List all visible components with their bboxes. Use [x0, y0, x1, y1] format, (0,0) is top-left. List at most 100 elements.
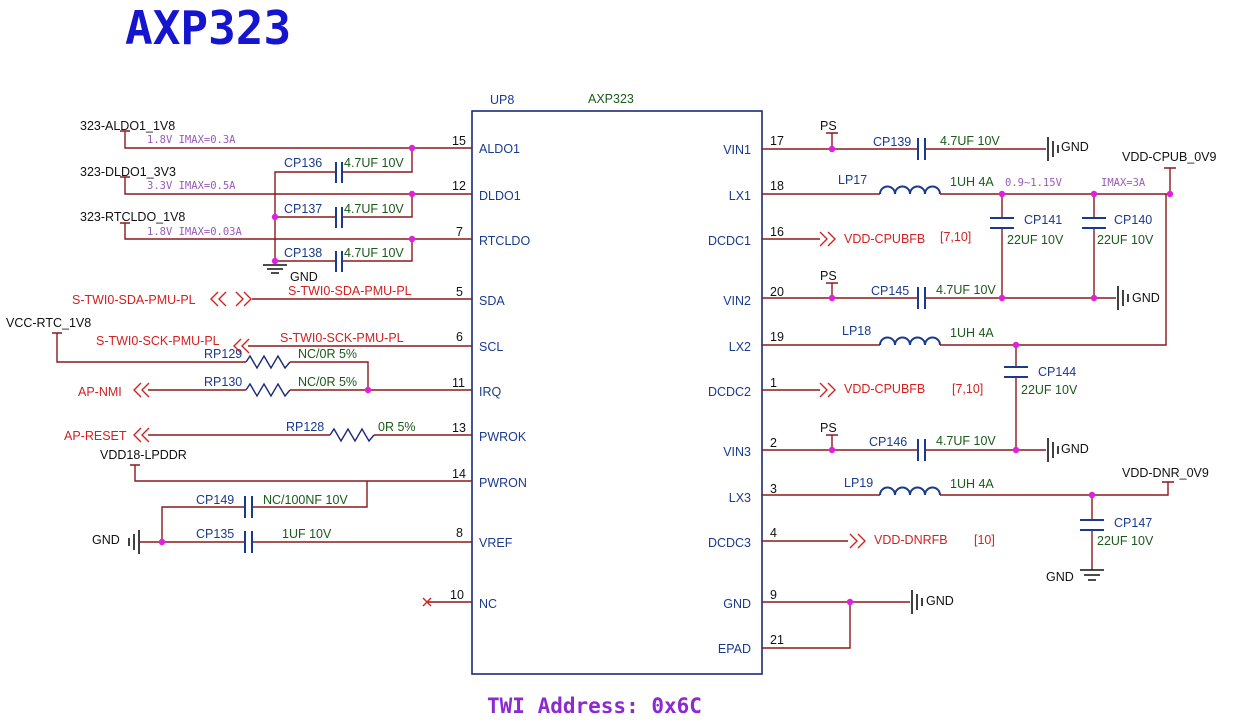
part-ref: LP17	[838, 173, 867, 187]
part-ref: CP138	[284, 246, 322, 260]
net-label: VDD-CPUB_0V9	[1122, 150, 1217, 164]
part-value: 4.7UF 10V	[936, 434, 996, 448]
pin-name: DCDC3	[708, 536, 751, 550]
chip-name: AXP323	[588, 92, 634, 106]
nc-pin	[422, 597, 472, 607]
pin-number: 8	[456, 526, 463, 540]
pin-number: 19	[770, 330, 784, 344]
gnd-label: GND	[1132, 291, 1160, 305]
pin-name: DCDC2	[708, 385, 751, 399]
pin-name: LX3	[729, 491, 751, 505]
pin-name: DLDO1	[479, 189, 521, 203]
net-note: 1.8V IMAX=0.03A	[147, 226, 243, 238]
pin-number: 3	[770, 482, 777, 496]
port-sck: S-TWI0-SCK-PMU-PL	[96, 334, 220, 348]
lx1-net: LP17 1UH 4A 0.9~1.15V IMAX=3A VDD-CPUB_0…	[762, 150, 1217, 298]
pin-number: 1	[770, 376, 777, 390]
part-ref: CP146	[869, 435, 907, 449]
part-value: 0R 5%	[378, 420, 416, 434]
part-value: 4.7UF 10V	[344, 156, 404, 170]
pwrok-net: AP-RESET RP128 0R 5%	[64, 420, 472, 443]
net-label: VDD18-LPDDR	[100, 448, 187, 462]
pin-number: 17	[770, 134, 784, 148]
part-value: 4.7UF 10V	[344, 246, 404, 260]
part-ref: RP130	[204, 375, 242, 389]
part-ref: CP145	[871, 284, 909, 298]
dcdc2-net: VDD-CPUBFB [7,10]	[762, 382, 983, 398]
pin-name: VIN2	[723, 294, 751, 308]
net-label: VCC-RTC_1V8	[6, 316, 91, 330]
part-value: 4.7UF 10V	[940, 134, 1000, 148]
pin-number: 18	[770, 179, 784, 193]
port-dnrfb: VDD-DNRFB	[874, 533, 948, 547]
part-ref: CP135	[196, 527, 234, 541]
net-note: 0.9~1.15V	[1005, 177, 1063, 189]
page-title: AXP323	[125, 1, 291, 55]
gnd-label: GND	[1061, 140, 1089, 154]
gnd-label: GND	[926, 594, 954, 608]
part-ref: CP141	[1024, 213, 1062, 227]
page-ref: [7,10]	[940, 230, 971, 244]
part-value: 22UF 10V	[1007, 233, 1064, 247]
pin-name: GND	[723, 597, 751, 611]
net-label: S-TWI0-SDA-PMU-PL	[288, 284, 412, 298]
pin-name: VIN3	[723, 445, 751, 459]
ps-label: PS	[820, 269, 837, 283]
part-ref: CP136	[284, 156, 322, 170]
pin-number: 12	[452, 179, 466, 193]
pin-number: 20	[770, 285, 784, 299]
part-value: NC/100NF 10V	[263, 493, 348, 507]
part-ref: CP149	[196, 493, 234, 507]
ps-label: PS	[820, 119, 837, 133]
part-value: 22UF 10V	[1097, 534, 1154, 548]
part-value: 22UF 10V	[1021, 383, 1078, 397]
pin-name: SDA	[479, 294, 505, 308]
gnd-label: GND	[290, 270, 318, 284]
pin-number: 13	[452, 421, 466, 435]
pin-number: 2	[770, 436, 777, 450]
pin-name: LX2	[729, 340, 751, 354]
twi-address: TWI Address: 0x6C	[487, 694, 702, 718]
part-ref: CP137	[284, 202, 322, 216]
gnd-label: GND	[1061, 442, 1089, 456]
gnd-epad-net: GND	[762, 590, 954, 649]
net-label: 323-ALDO1_1V8	[80, 119, 175, 133]
pin-name: PWROK	[479, 430, 527, 444]
pin-name: ALDO1	[479, 142, 520, 156]
part-value: 4.7UF 10V	[936, 283, 996, 297]
part-value: 22UF 10V	[1097, 233, 1154, 247]
part-ref: CP140	[1114, 213, 1152, 227]
page-ref: [7,10]	[952, 382, 983, 396]
part-value: 4.7UF 10V	[344, 202, 404, 216]
port-cpubfb: VDD-CPUBFB	[844, 382, 925, 396]
dcdc1-net: VDD-CPUBFB [7,10]	[762, 230, 971, 247]
twi-nets: S-TWI0-SDA-PMU-PL S-TWI0-SDA-PMU-PL S-TW…	[72, 284, 472, 354]
part-value: NC/0R 5%	[298, 347, 357, 361]
gnd-label: GND	[92, 533, 120, 547]
port-cpubfb: VDD-CPUBFB	[844, 232, 925, 246]
net-note: 3.3V IMAX=0.5A	[147, 180, 236, 192]
chip-ref: UP8	[490, 93, 514, 107]
port-sda: S-TWI0-SDA-PMU-PL	[72, 293, 196, 307]
pin-name: EPAD	[718, 642, 751, 656]
port-ap-nmi: AP-NMI	[78, 385, 122, 399]
pin-name: PWRON	[479, 476, 527, 490]
net-note: 1.8V IMAX=0.3A	[147, 134, 236, 146]
pin-number: 14	[452, 467, 466, 481]
part-ref: CP144	[1038, 365, 1076, 379]
net-label: 323-RTCLDO_1V8	[80, 210, 185, 224]
pin-name: SCL	[479, 340, 503, 354]
pwron-vref-nets: VDD18-LPDDR GND CP149 NC/100NF 10V CP135…	[92, 448, 472, 554]
part-ref: LP18	[842, 324, 871, 338]
pin-number: 10	[450, 588, 464, 602]
part-ref: CP139	[873, 135, 911, 149]
lx2-net: LP18 1UH 4A CP144 22UF 10V	[762, 194, 1167, 450]
part-ref: LP19	[844, 476, 873, 490]
part-value: 1UH 4A	[950, 175, 994, 189]
page-ref: [10]	[974, 533, 995, 547]
part-ref: RP129	[204, 347, 242, 361]
net-note: IMAX=3A	[1101, 177, 1146, 189]
pin-name: RTCLDO	[479, 234, 530, 248]
pin-name: VIN1	[723, 143, 751, 157]
